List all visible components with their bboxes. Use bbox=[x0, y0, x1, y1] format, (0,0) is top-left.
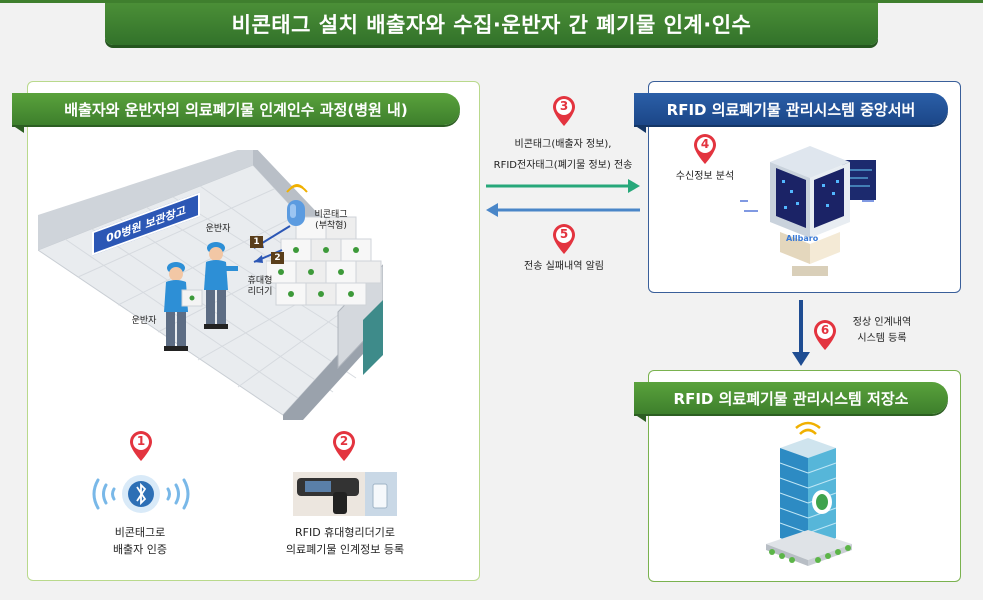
server-logo: Allbaro bbox=[786, 234, 819, 243]
step-5-text: 전송 실패내역 알림 bbox=[524, 261, 604, 272]
badge-1: 1 bbox=[250, 236, 263, 248]
rfid-reader-icon bbox=[293, 472, 397, 516]
tab-fold-icon bbox=[12, 125, 24, 133]
step-3-number: 3 bbox=[559, 99, 569, 113]
transporter-label-2: 운반자 bbox=[131, 316, 157, 326]
hospital-process-tab: 배출자와 운반자의 의료폐기물 인계인수 과정(병원 내) bbox=[12, 93, 460, 125]
transporter-label-1: 운반자 bbox=[205, 224, 231, 234]
step-4-text: 수신정보 분석 bbox=[675, 171, 735, 182]
step-2-number: 2 bbox=[339, 434, 349, 448]
step-1-text: 비콘태그로 배출자 인증 bbox=[112, 526, 168, 556]
step-3-text: 비콘태그(배출자 정보), RFID전자태그(폐기물 정보) 전송 bbox=[493, 139, 633, 171]
tab-fold-icon bbox=[634, 414, 646, 422]
bluetooth-beacon-icon bbox=[92, 475, 190, 513]
step-3-pin-icon bbox=[553, 96, 575, 126]
beacon-label: 비콘태그 (부착형) bbox=[314, 210, 348, 231]
data-center-building-icon bbox=[766, 421, 852, 566]
step-5-pin-icon bbox=[553, 224, 575, 254]
badge-2: 2 bbox=[271, 252, 284, 264]
step-4-pin-icon bbox=[694, 134, 716, 164]
waste-boxes-icon bbox=[266, 216, 382, 306]
transporter-figure-2 bbox=[164, 262, 203, 351]
step-6-number: 6 bbox=[820, 323, 830, 337]
page-title: 비콘태그 설치 배출자와 수집·운반자 간 폐기물 인계·인수 bbox=[105, 3, 878, 45]
step-1-pin-icon bbox=[130, 431, 152, 461]
transporter-figure-1 bbox=[204, 242, 238, 329]
central-server-tab: RFID 의료폐기물 관리시스템 중앙서버 bbox=[634, 93, 948, 125]
step-2-text: RFID 휴대형리더기로 의료폐기물 인계정보 등록 bbox=[285, 526, 405, 556]
step-6-text: 정상 인계내역 시스템 등록 bbox=[852, 317, 912, 344]
step-4-number: 4 bbox=[700, 137, 710, 151]
beacon-tag-icon bbox=[286, 184, 308, 226]
server-cube-icon bbox=[740, 146, 876, 276]
transfer-arrows-icon bbox=[486, 179, 640, 217]
step-1-number: 1 bbox=[136, 434, 146, 448]
step-5-number: 5 bbox=[559, 227, 569, 241]
step-2-pin-icon bbox=[333, 431, 355, 461]
storage-tab: RFID 의료폐기물 관리시스템 저장소 bbox=[634, 382, 948, 414]
step-6-pin-icon bbox=[814, 320, 836, 350]
top-accent-line bbox=[0, 0, 983, 3]
tab-fold-icon bbox=[634, 125, 646, 133]
down-arrow-icon bbox=[792, 300, 810, 366]
reader-label: 휴대형 리더기 bbox=[247, 276, 273, 297]
